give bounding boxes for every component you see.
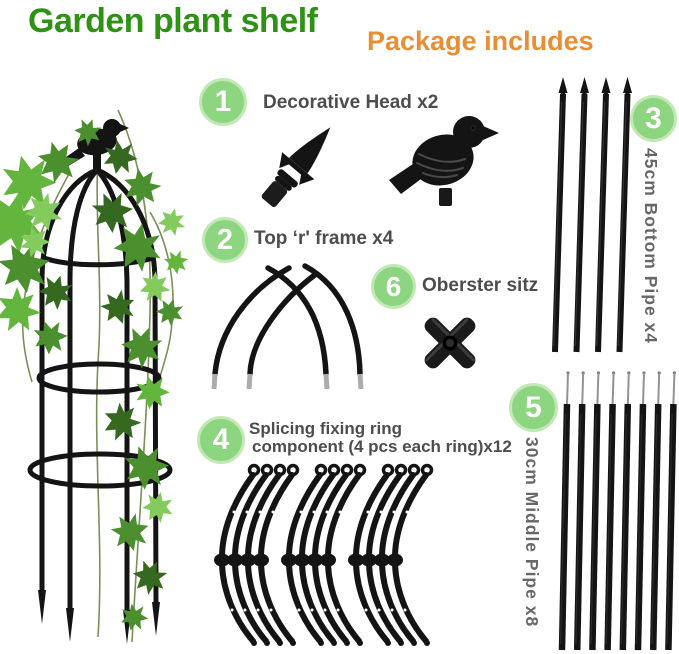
package-includes-title: Package includes [367,26,594,56]
bird-finial-icon [389,116,499,206]
middle-pipes-icon [558,371,677,651]
item-6-label: Oberster sitz [422,275,539,296]
item-5-label: 30cm Middle Pipe x8 [522,437,542,628]
ring-segments-icon [214,463,434,646]
item-4-label-line1: Splicing fixing ring [249,419,402,438]
item-1-number: 1 [214,85,232,118]
page-title: Garden plant shelf [28,2,318,40]
item-3-label: 45cm Bottom Pipe x4 [641,148,661,344]
item-2-badge: 2 [202,217,248,263]
item-2-number: 2 [216,223,234,256]
item-3-number: 3 [645,101,662,135]
item-1-badge: 1 [199,78,247,126]
plant-tower-illustration [0,109,193,644]
top-frame-rods-icon [211,263,364,390]
item-3-badge: 3 [630,95,677,142]
cross-connector-icon [424,317,476,369]
item-5-number: 5 [525,390,542,424]
item-4-number: 4 [212,423,230,456]
item-4-label-line2: component (4 pcs each ring)x12 [252,437,512,456]
item-4-badge: 4 [197,416,245,464]
item-5-badge: 5 [509,383,558,432]
bottom-pipes-icon [552,77,632,353]
item-1-label: Decorative Head x2 [263,92,439,113]
spear-finial-icon [261,127,331,208]
item-2-label: Top ‘r' frame x4 [254,228,394,249]
item-6-badge: 6 [371,264,416,309]
item-6-number: 6 [385,270,402,302]
